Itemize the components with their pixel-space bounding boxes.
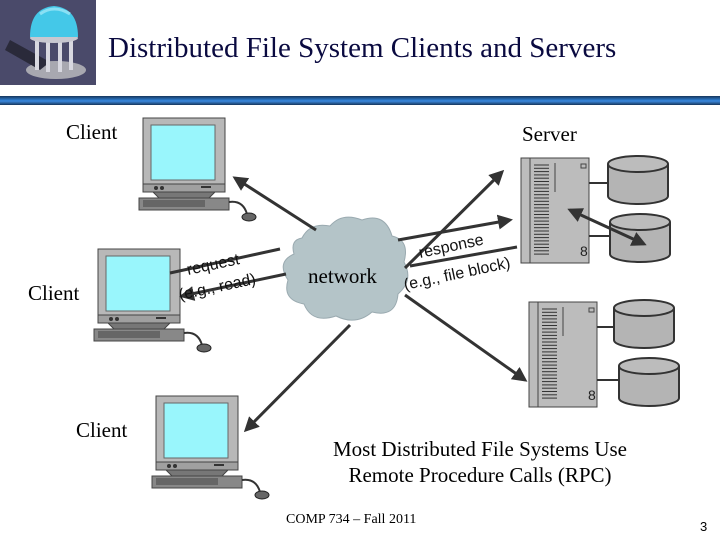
link-arrow — [179, 272, 287, 301]
gazebo-well-icon — [0, 0, 96, 85]
response-example-label: (e.g., file block) — [402, 255, 512, 294]
slide-title: Distributed File System Clients and Serv… — [108, 32, 617, 64]
caption: Most Distributed File Systems Use Remote… — [250, 436, 710, 488]
network-label: network — [308, 264, 377, 288]
disk-icon — [609, 213, 671, 263]
link-arrow — [404, 293, 528, 382]
server-tower-icon — [520, 157, 590, 264]
link-arrow — [169, 247, 281, 275]
client-label: Client — [76, 418, 128, 442]
link-arrow — [567, 208, 647, 246]
link-arrow — [409, 245, 518, 268]
disk-icon — [613, 299, 675, 349]
title-accent-bar — [0, 96, 720, 105]
page-number: 3 — [700, 519, 708, 534]
caption-line: Most Distributed File Systems Use — [332, 437, 627, 461]
client-label: Client — [66, 120, 118, 144]
link-arrow — [232, 176, 317, 232]
footer-course: COMP 734 – Fall 2011 — [286, 512, 417, 527]
network-cloud-icon — [282, 216, 409, 321]
link-arrow — [243, 323, 352, 433]
server-tower-icon — [528, 301, 598, 408]
client-label: Client — [28, 281, 80, 305]
link-arrow — [397, 214, 513, 242]
disk-icon — [607, 155, 669, 205]
caption-line: Remote Procedure Calls (RPC) — [348, 463, 612, 487]
client-computer-icon — [138, 117, 257, 222]
server-label: Server — [522, 122, 577, 146]
disk-icon — [618, 357, 680, 407]
link-arrow — [403, 169, 505, 270]
